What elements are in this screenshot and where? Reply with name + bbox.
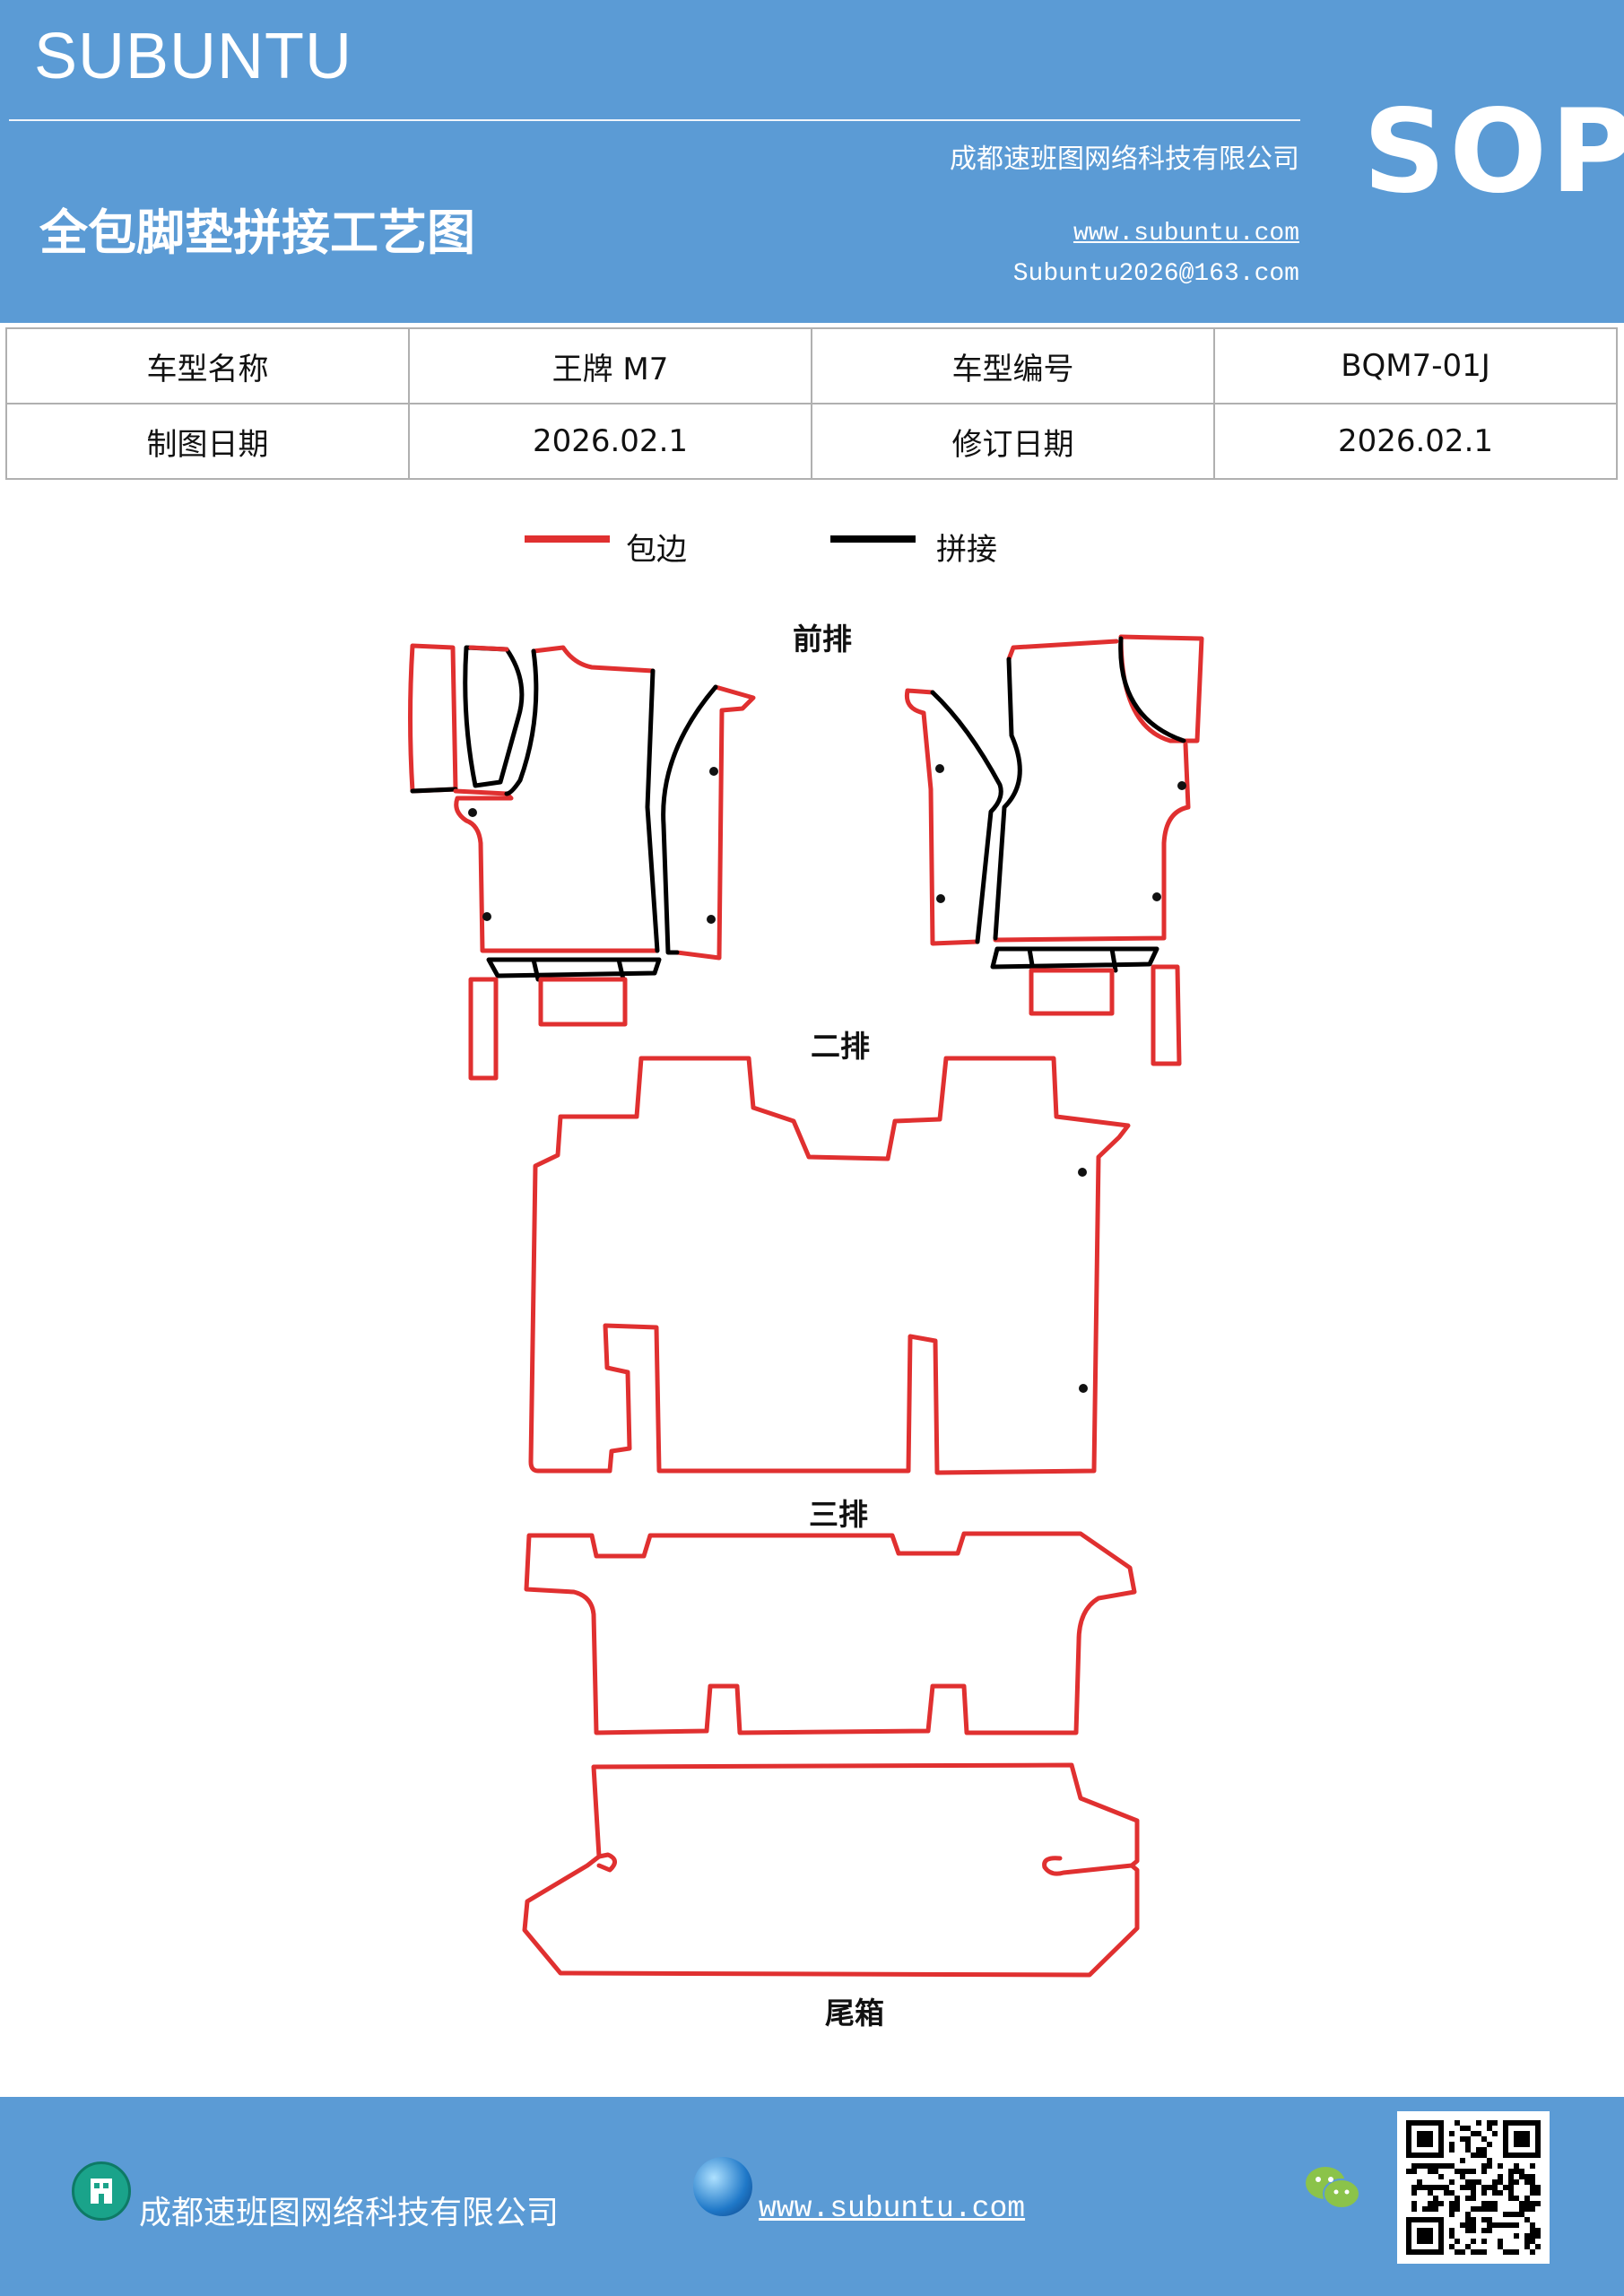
table-row: 车型名称 王牌 M7 车型编号 BQM7-01J [5, 327, 1618, 404]
vehicle-info-table: 车型名称 王牌 M7 车型编号 BQM7-01J 制图日期 2026.02.1 … [5, 327, 1618, 480]
footer-website-link[interactable]: www.subuntu.com [759, 2192, 1026, 2225]
sop-badge: SOP [1363, 85, 1624, 219]
wechat-icon[interactable] [1302, 2161, 1365, 2219]
front-left-main-splice [504, 648, 660, 953]
header-divider [9, 119, 1300, 121]
front-left-side-splice [410, 787, 458, 794]
legend-edge-label: 包边 [626, 532, 687, 568]
trunk-mat [522, 1762, 1140, 1978]
section-label-front: 前排 [793, 622, 852, 657]
header-company-name: 成都速班图网络科技有限公司 [950, 144, 1299, 175]
header-email: Subuntu2026@163.com [1012, 260, 1299, 288]
front-left-heel-edge [468, 977, 628, 1081]
front-left-door-edge [674, 684, 756, 961]
legend-splice-swatch [830, 535, 916, 543]
document-title: 全包脚垫拼接工艺图 [39, 204, 475, 261]
trunk-right-hook [1042, 1856, 1134, 1876]
table-cell: 王牌 M7 [408, 327, 812, 404]
table-cell: 2026.02.1 [408, 403, 812, 480]
building-icon [72, 2161, 131, 2221]
front-left-main-edge [453, 645, 659, 953]
table-cell: 2026.02.1 [1213, 403, 1618, 480]
front-right-heel-edge [1029, 964, 1182, 1066]
footer-company-name: 成都速班图网络科技有限公司 [139, 2195, 560, 2231]
header-banner [0, 0, 1624, 323]
legend-splice-label: 拼接 [936, 532, 997, 568]
snap-points [468, 764, 1186, 1393]
table-cell: 制图日期 [5, 403, 410, 480]
second-row-mat [528, 1056, 1131, 1475]
front-right-main-edge [904, 639, 1191, 946]
front-right-heel-splice [990, 946, 1159, 973]
trunk-left-hook [596, 1852, 617, 1873]
front-right-main-splice [930, 657, 1022, 944]
section-label-trunk: 尾箱 [825, 1996, 884, 2031]
front-left-heel-splice [486, 957, 662, 982]
brand-logo-text: SUBUNTU [34, 21, 353, 92]
table-row: 制图日期 2026.02.1 修订日期 2026.02.1 [5, 403, 1618, 480]
table-cell: 修订日期 [811, 403, 1215, 480]
qr-code[interactable] [1397, 2111, 1550, 2264]
section-label-third: 三排 [809, 1497, 868, 1532]
front-left-door-splice [661, 684, 718, 955]
front-left-side-piece [408, 643, 458, 794]
front-right-side-splice [1118, 636, 1186, 744]
legend-edge-swatch [525, 535, 610, 543]
front-left-inner-splice [463, 645, 525, 788]
section-label-second: 二排 [811, 1029, 870, 1064]
globe-icon [693, 2157, 752, 2216]
third-row-mat [524, 1531, 1137, 1735]
floor-mat-diagram [408, 634, 1204, 1978]
table-cell: BQM7-01J [1213, 327, 1618, 404]
table-cell: 车型名称 [5, 327, 410, 404]
table-cell: 车型编号 [811, 327, 1215, 404]
header-website-link[interactable]: www.subuntu.com [1073, 220, 1299, 248]
front-right-side-piece [1118, 634, 1204, 744]
